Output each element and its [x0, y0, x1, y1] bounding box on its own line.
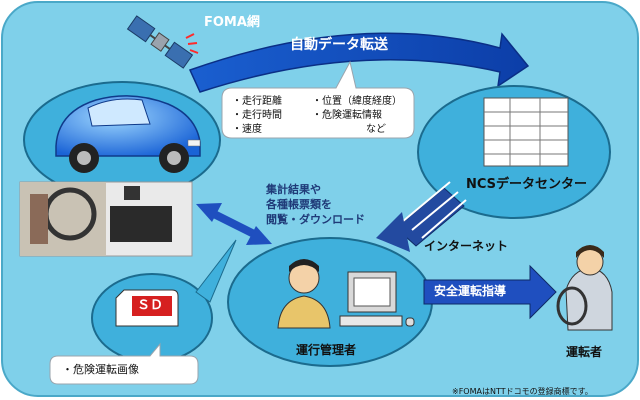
browse-line-3: 閲覧・ダウンロード — [266, 213, 365, 226]
sd-card-icon — [115, 289, 179, 327]
internet-label: インターネット — [424, 239, 509, 253]
sd-card-label: ＳＤ — [137, 298, 164, 313]
dashcam-photos — [19, 181, 193, 257]
sd-pointer — [195, 239, 237, 303]
transfer-arrow — [188, 32, 530, 93]
browse-double-arrow — [196, 203, 272, 245]
browse-line-1: 集計結果や — [266, 183, 321, 196]
data-item-speed: ・速度 — [232, 124, 262, 135]
signal-icon — [185, 33, 199, 54]
transfer-label: 自動データ転送 — [290, 37, 388, 53]
sd-caption: ・危険運転画像 — [62, 363, 139, 376]
safety-label: 安全運転指導 — [434, 284, 507, 298]
data-item-time: ・走行時間 — [232, 110, 282, 121]
data-center-label: NCSデータセンター — [466, 177, 588, 192]
computer-icon — [339, 271, 415, 327]
car-icon — [55, 95, 201, 173]
document-icon — [483, 97, 569, 167]
manager-label: 運行管理者 — [296, 343, 357, 357]
browse-line-2: 各種帳票類を — [266, 198, 332, 211]
satellite-icon — [126, 15, 194, 69]
foma-network-label: FOMA網 — [204, 15, 260, 30]
data-items-bubble — [221, 60, 415, 139]
data-item-etc: など — [366, 124, 386, 135]
sd-caption-box — [49, 342, 199, 385]
driver-label: 運転者 — [566, 345, 603, 359]
manager-icon — [277, 259, 331, 329]
footnote: ※FOMAはNTTドコモの登録商標です。 — [452, 387, 593, 396]
safety-arrow — [423, 264, 557, 320]
data-item-danger: ・危険運転情報 — [312, 110, 382, 121]
data-item-distance: ・走行距離 — [232, 96, 282, 107]
driver-icon — [556, 245, 613, 331]
internet-pipe-icon — [376, 181, 467, 252]
data-item-position: ・位置（緯度経度） — [312, 96, 402, 107]
